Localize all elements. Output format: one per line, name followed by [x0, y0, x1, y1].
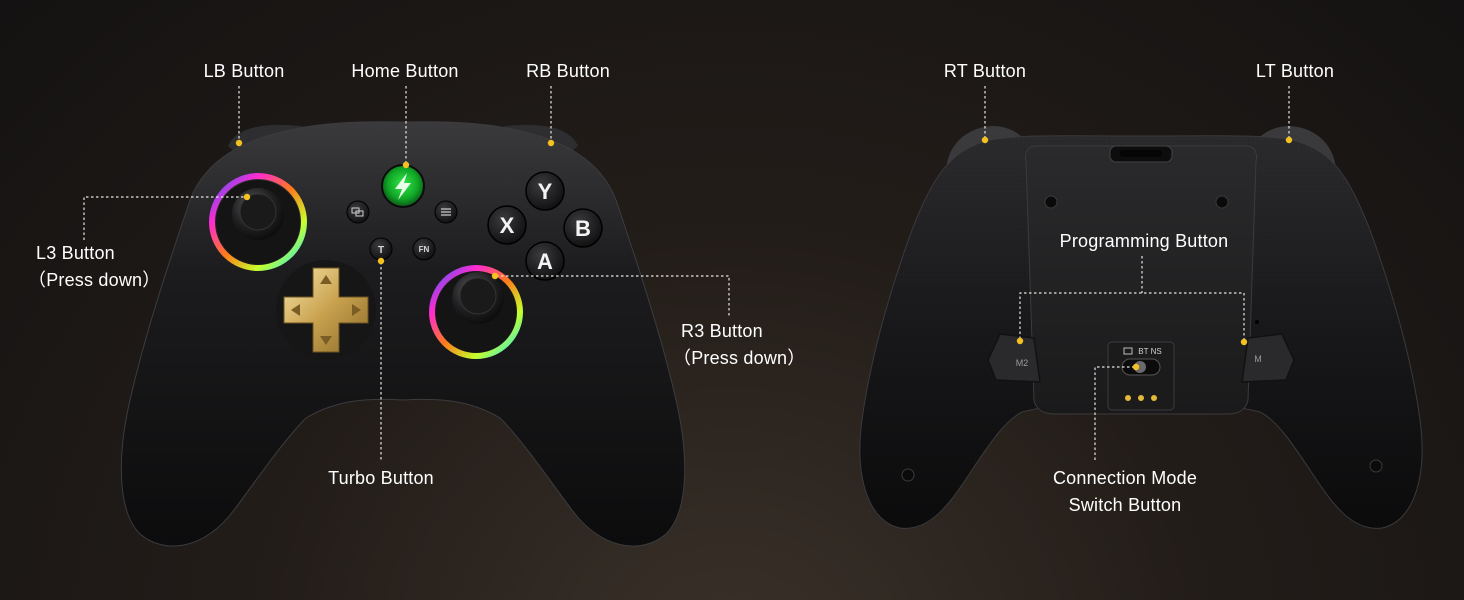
lightning-bolt-icon — [395, 173, 411, 200]
lt-button-label: LT Button — [1255, 61, 1335, 81]
l3-button-label-line2: （Press down） — [28, 270, 161, 290]
a-button[interactable] — [525, 241, 565, 281]
r3-button-label-line2: （Press down） — [673, 348, 806, 368]
m-paddle-label: M — [1254, 354, 1262, 364]
connection-mode-label-line2: Switch Button — [1068, 495, 1182, 515]
indicator-hole — [1255, 320, 1259, 324]
dpad-right-arrow-icon — [352, 304, 361, 316]
leader-lines — [83, 86, 1293, 462]
m2-paddle-label: M2 — [1016, 358, 1029, 368]
dpad-left-arrow-icon — [291, 304, 300, 316]
connection-mode-label: Connection Mode Switch Button — [1053, 465, 1197, 519]
left-stick-ring — [209, 173, 307, 271]
m2-paddle[interactable] — [987, 333, 1041, 383]
switch-panel — [1107, 341, 1175, 411]
screw — [1369, 459, 1383, 473]
rb-button-label: RB Button — [526, 61, 610, 81]
screw — [901, 468, 915, 482]
dpad-down-arrow-icon — [320, 336, 332, 345]
r3-button-label: R3 Button （Press down） — [673, 318, 805, 372]
right-stick-ring — [429, 265, 523, 359]
fn-button-label: FN — [419, 245, 430, 254]
pogo-pin — [1151, 395, 1157, 401]
b-button-label: B — [575, 216, 591, 241]
x-button[interactable] — [487, 205, 527, 245]
view-button[interactable] — [346, 200, 370, 224]
pogo-pin — [1138, 395, 1144, 401]
l3-button-label-line1: L3 Button — [36, 243, 115, 263]
front-controller: T FN Y X B A — [120, 121, 686, 547]
dpad-up-arrow-icon — [320, 275, 332, 284]
programming-button-label: Programming Button — [1059, 231, 1229, 251]
m-paddle[interactable] — [1241, 333, 1295, 383]
turbo-button-label-text: Turbo Button — [328, 468, 434, 488]
x-button-label: X — [500, 213, 515, 238]
back-plate — [1025, 145, 1257, 415]
fn-button[interactable] — [412, 237, 436, 261]
bluetooth-icon — [1123, 347, 1133, 355]
y-button-label: Y — [538, 179, 553, 204]
view-icon — [351, 207, 364, 217]
menu-icon — [441, 208, 451, 216]
screw — [1215, 195, 1229, 209]
rt-button-label: RT Button — [943, 61, 1027, 81]
dpad[interactable] — [283, 267, 369, 353]
r3-button-label-line1: R3 Button — [681, 321, 763, 341]
home-button-label: Home Button — [351, 61, 459, 81]
pogo-pin — [1125, 395, 1131, 401]
screw — [1044, 195, 1058, 209]
switch-mode-label: BT NS — [1138, 347, 1161, 356]
turbo-button-label: T — [378, 245, 384, 256]
back-controller: M2 M BT NS — [859, 126, 1423, 529]
y-button[interactable] — [525, 171, 565, 211]
lb-button-label: LB Button — [203, 61, 285, 81]
b-button[interactable] — [563, 208, 603, 248]
l3-button-label: L3 Button （Press down） — [28, 240, 160, 294]
connection-mode-label-line1: Connection Mode — [1052, 468, 1198, 488]
a-button-label: A — [537, 249, 553, 274]
